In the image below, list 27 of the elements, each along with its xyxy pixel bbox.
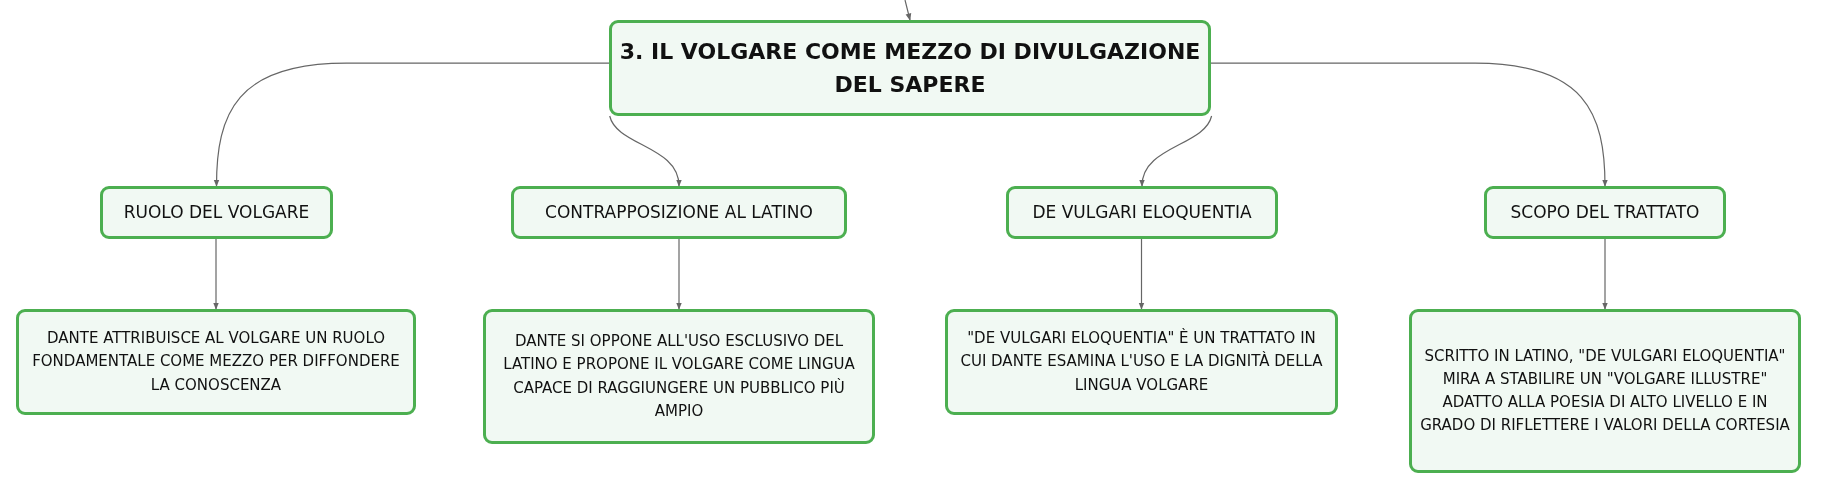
node-text: 3. IL VOLGARE COME MEZZO DI DIVULGAZIONE DEL SAPERE [618, 38, 1202, 99]
connector-arrow [213, 238, 219, 310]
description-box [483, 309, 875, 444]
connector-arrow [1602, 238, 1608, 310]
connector-arrow [1140, 115, 1213, 187]
description-box [16, 309, 416, 415]
node-text: "DE VULGARI ELOQUENTIA" È UN TRATTATO IN CUI DANTE ESAMINA L'USO E LA DIGNITÀ DELLA LINGUA VOLGARE [959, 327, 1324, 396]
connector-arrow [676, 238, 682, 310]
subtopic-box [100, 186, 333, 239]
node-text: DE VULGARI ELOQUENTIA [1032, 201, 1252, 225]
connector-arrow [609, 115, 681, 187]
node-text: DANTE ATTRIBUISCE AL VOLGARE UN RUOLO FONDAMENTALE COME MEZZO PER DIFFONDERE LA CONOSCENZA [31, 328, 401, 396]
node-text: DANTE SI OPPONE ALL'USO ESCLUSIVO DEL LATINO E PROPONE IL VOLGARE COME LINGUA CAPACE DI RAGGIUNGERE UN PUBBLICO PIÙ AMPIO [502, 331, 856, 422]
connector-arrow [213, 62, 610, 187]
topic-box [609, 20, 1211, 116]
description-box [1409, 309, 1801, 473]
connector-arrow [904, 0, 912, 21]
description-box [945, 309, 1338, 415]
node-text: SCOPO DEL TRATTATO [1510, 201, 1700, 225]
node-text: CONTRAPPOSIZIONE AL LATINO [545, 201, 813, 225]
connector-arrow [1138, 238, 1145, 310]
subtopic-box [511, 186, 847, 239]
connector-arrow [1210, 62, 1608, 187]
node-text: SCRITTO IN LATINO, "DE VULGARI ELOQUENTIA" MIRA A STABILIRE UN "VOLGARE ILLUSTRE" ADATTO ALLA POESIA DI ALTO LIVELLO E IN GRADO DI RIFLETTERE I VALORI DELLA CORTESIA [1419, 345, 1791, 437]
subtopic-box [1006, 186, 1278, 239]
subtopic-box [1484, 186, 1726, 239]
node-text: RUOLO DEL VOLGARE [123, 201, 310, 225]
